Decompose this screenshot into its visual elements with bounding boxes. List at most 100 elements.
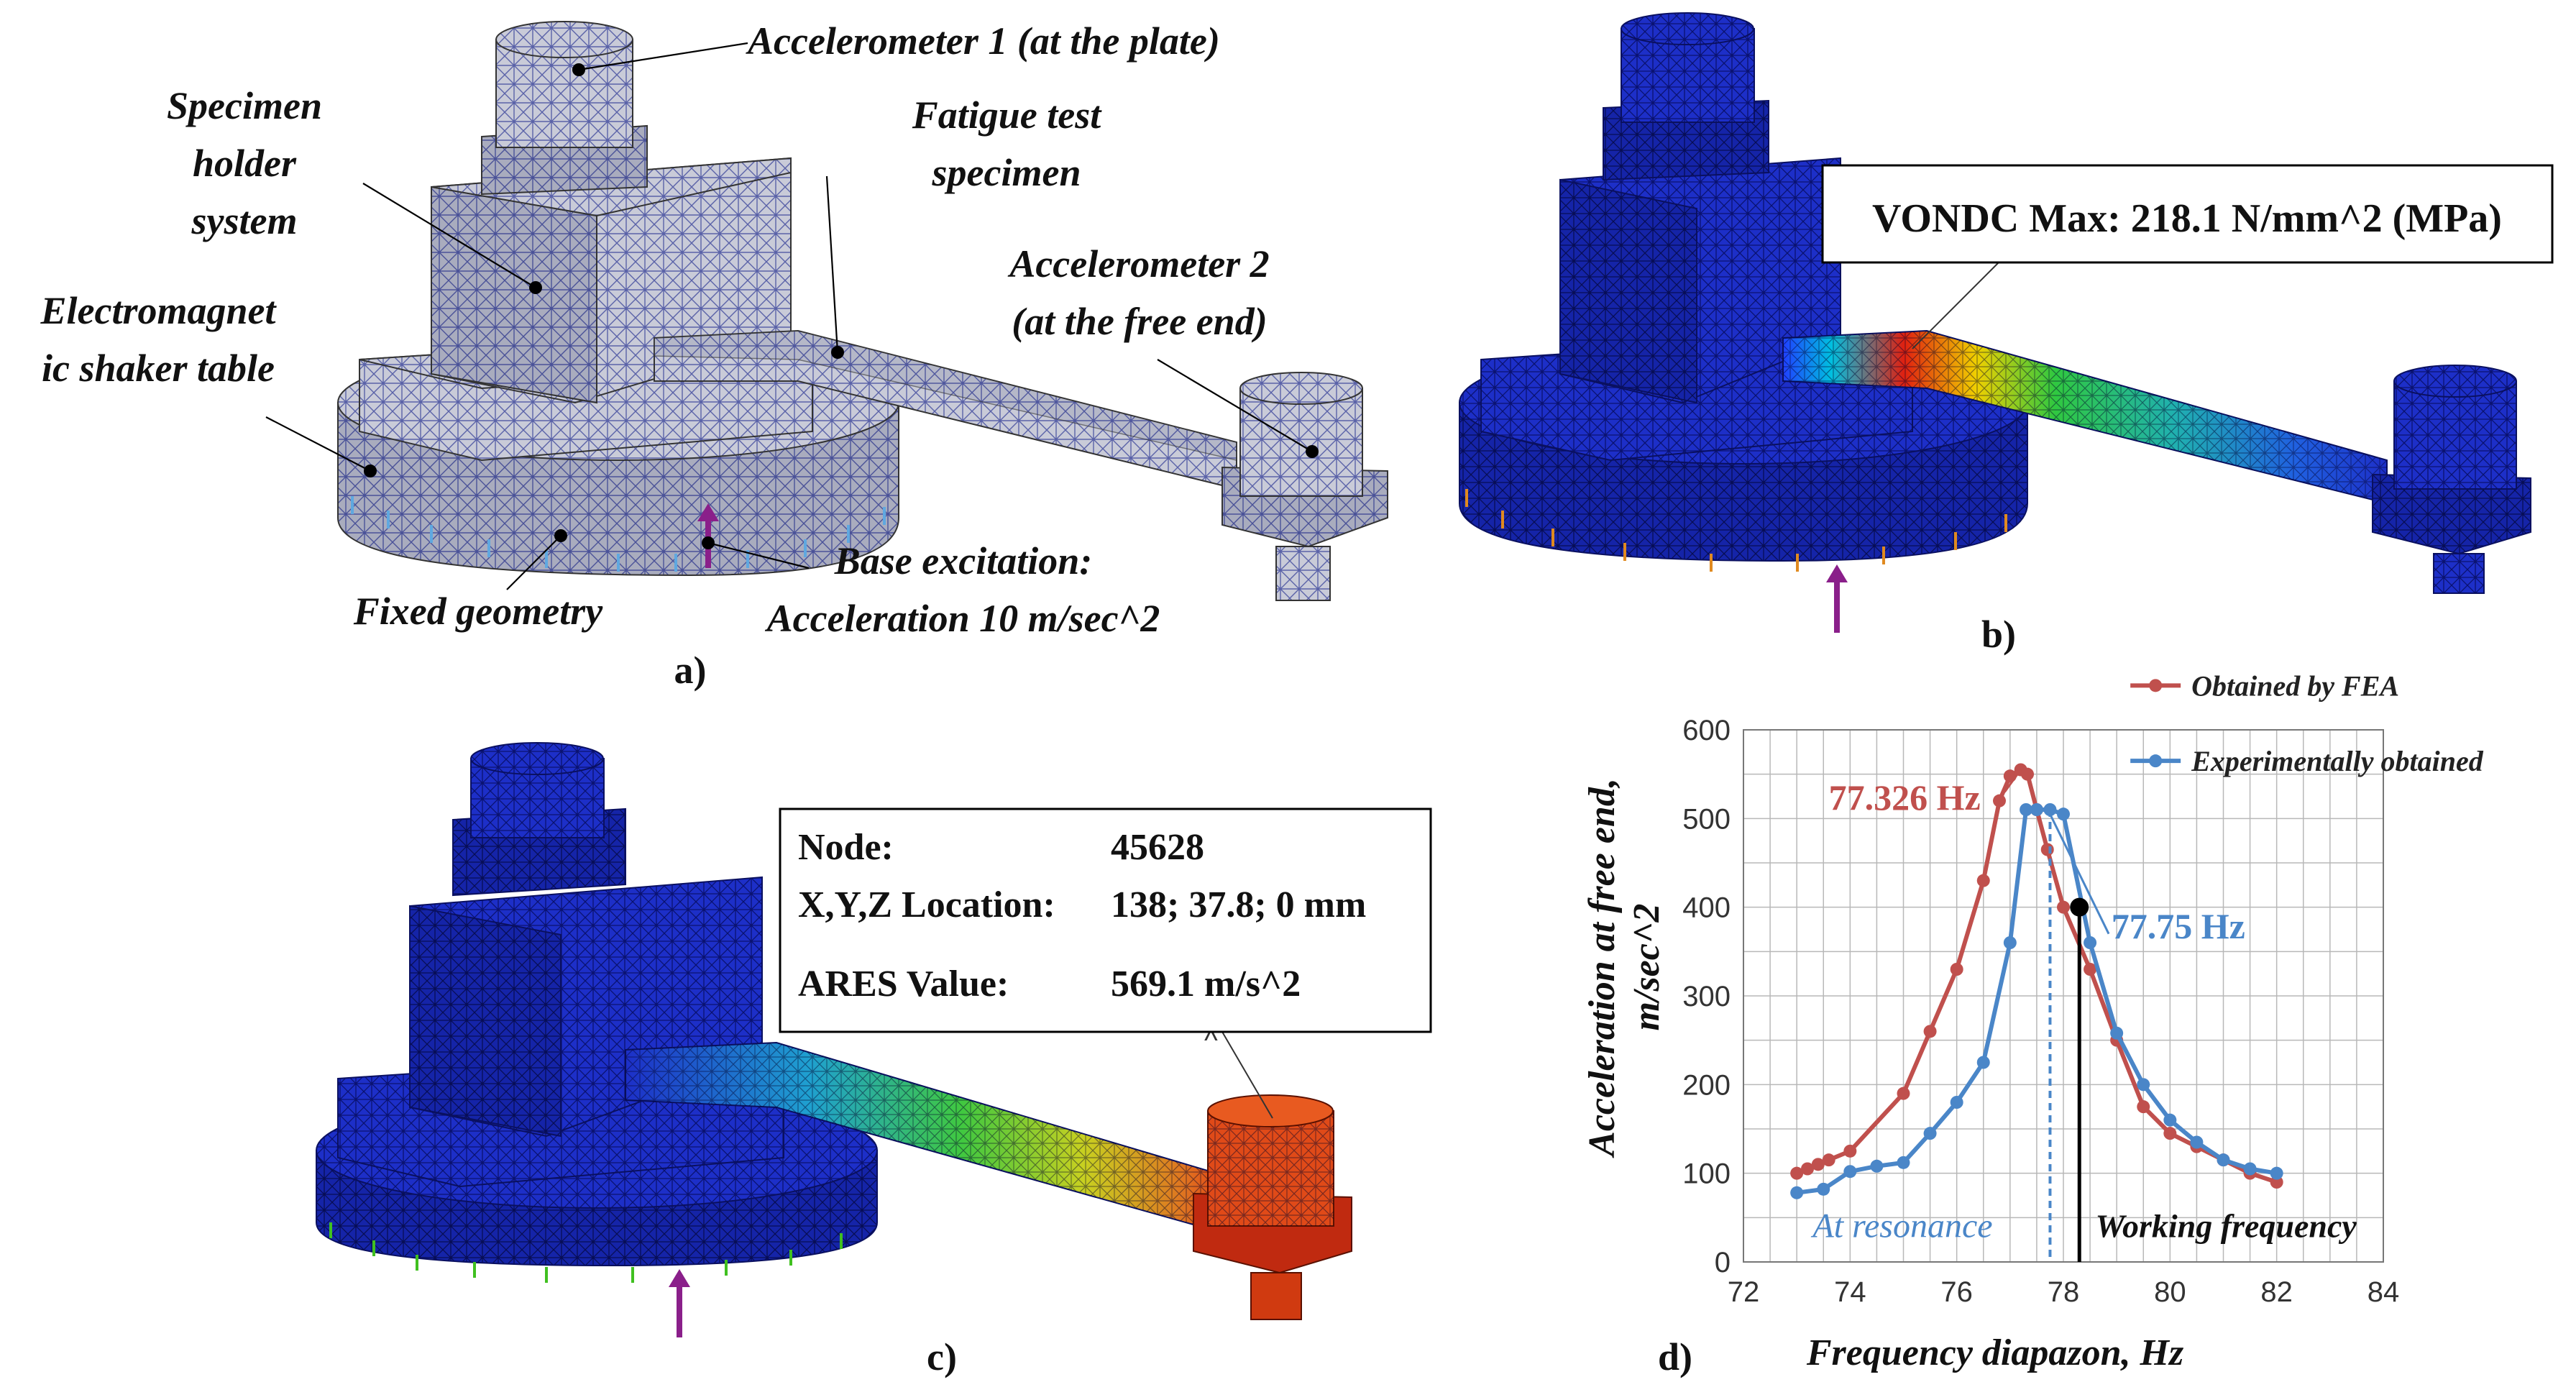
location-label: X,Y,Z Location: bbox=[798, 884, 1055, 925]
y-tick-label: 400 bbox=[1682, 892, 1731, 924]
panel-a-labels: Accelerometer 1 (at the plate) Specimen … bbox=[40, 19, 1270, 692]
x-tick-label: 74 bbox=[1834, 1276, 1866, 1308]
label-shaker-1: Electromagnet bbox=[40, 289, 278, 332]
data-point-experimental bbox=[2057, 807, 2070, 821]
data-point-fea bbox=[1950, 963, 1963, 976]
label-fatigue-1: Fatigue test bbox=[912, 93, 1103, 137]
label-fatigue-2: specimen bbox=[932, 151, 1081, 194]
ares-value: 569.1 m/s^2 bbox=[1111, 964, 1301, 1005]
data-point-fea bbox=[2137, 1100, 2150, 1114]
label-specimen-holder-2: holder bbox=[193, 142, 297, 185]
y-axis-label-line-2: m/sec^2 bbox=[1626, 904, 1667, 1031]
legend: Experimentally obtained Obtained by FEA bbox=[2130, 669, 2484, 777]
data-point-experimental bbox=[2270, 1166, 2283, 1180]
node-label: Node: bbox=[798, 827, 894, 868]
location-value: 138; 37.8; 0 mm bbox=[1111, 884, 1366, 925]
data-point-fea bbox=[1993, 794, 2006, 807]
panel-c-model bbox=[316, 742, 1352, 1337]
data-point-experimental bbox=[2217, 1153, 2230, 1167]
x-tick-label: 84 bbox=[2368, 1276, 2400, 1308]
data-point-fea bbox=[2163, 1127, 2177, 1140]
data-point-experimental bbox=[2030, 803, 2043, 816]
data-point-fea bbox=[1843, 1144, 1857, 1158]
legend-label: Experimentally obtained bbox=[2191, 745, 2484, 777]
data-point-experimental bbox=[2110, 1026, 2124, 1040]
x-tick-label: 72 bbox=[1728, 1276, 1760, 1308]
panel-a-model bbox=[337, 21, 1388, 601]
legend-label: Obtained by FEA bbox=[2191, 669, 2399, 702]
y-tick-label: 0 bbox=[1715, 1247, 1731, 1278]
exp-peak-annotation: 77.75 Hz bbox=[2112, 906, 2245, 946]
x-tick-label: 76 bbox=[1940, 1276, 1973, 1308]
caption-b: b) bbox=[1981, 613, 2016, 656]
label-shaker-2: ic shaker table bbox=[42, 347, 275, 390]
y-tick-label: 300 bbox=[1682, 981, 1731, 1012]
data-point-fea bbox=[1811, 1158, 1825, 1171]
data-point-fea bbox=[1923, 1025, 1937, 1038]
panel-b-model bbox=[1459, 12, 2531, 633]
data-point-experimental bbox=[1950, 1096, 1963, 1109]
data-point-experimental bbox=[1843, 1165, 1857, 1179]
data-point-fea bbox=[1822, 1153, 1835, 1167]
caption-d: d) bbox=[1658, 1335, 1692, 1378]
x-tick-label: 78 bbox=[2048, 1276, 2080, 1308]
y-axis-label: Acceleration at free end,m/sec^2 bbox=[1582, 778, 1667, 1158]
y-tick-label: 200 bbox=[1682, 1069, 1731, 1101]
data-point-experimental bbox=[1817, 1182, 1830, 1196]
working-point bbox=[2070, 897, 2089, 917]
data-point-experimental bbox=[2163, 1113, 2177, 1127]
data-point-experimental bbox=[1790, 1186, 1804, 1199]
fea-peak-leader bbox=[2004, 769, 2022, 793]
data-point-fea bbox=[2084, 963, 2097, 976]
label-accelerometer-2b: (at the free end) bbox=[1012, 300, 1267, 343]
panel-c-callout: ^ Node: 45628 X,Y,Z Location: 138; 37.8;… bbox=[779, 807, 1432, 1119]
label-base-excitation-2: Acceleration 10 m/sec^2 bbox=[765, 597, 1160, 640]
label-specimen-holder-3: system bbox=[191, 199, 298, 242]
data-point-fea bbox=[2040, 843, 2054, 856]
data-point-experimental bbox=[2003, 936, 2017, 949]
panel-b-callout: VONDC Max: 218.1 N/mm^2 (MPa) bbox=[1821, 164, 2554, 349]
panel-a-leaders bbox=[265, 42, 1313, 590]
x-tick-labels: 72 74 76 78 80 82 84 bbox=[1728, 1276, 2400, 1308]
label-accelerometer-2a: Accelerometer 2 bbox=[1007, 242, 1269, 285]
panel-a-leader-dots bbox=[364, 63, 1319, 549]
chart-overlay: 77.326 Hz 77.75 Hz At resonance Working fre… bbox=[1810, 669, 2484, 1262]
data-point-experimental bbox=[2190, 1135, 2204, 1149]
data-point-experimental bbox=[1870, 1159, 1884, 1173]
data-point-fea bbox=[1976, 874, 1990, 887]
data-point-experimental bbox=[2084, 936, 2097, 949]
label-base-excitation-1: Base excitation: bbox=[834, 539, 1092, 582]
data-point-experimental bbox=[2137, 1078, 2150, 1092]
y-tick-label: 600 bbox=[1682, 715, 1731, 746]
caption-a: a) bbox=[674, 649, 707, 692]
legend-marker bbox=[2149, 754, 2163, 768]
x-axis-label: Frequency diapazon, Hz bbox=[1806, 1332, 2184, 1373]
data-point-experimental bbox=[1897, 1156, 1910, 1169]
exp-peak-leader bbox=[2049, 813, 2110, 935]
label-accelerometer-1: Accelerometer 1 (at the plate) bbox=[746, 19, 1220, 63]
data-point-fea bbox=[1790, 1166, 1804, 1180]
node-value: 45628 bbox=[1111, 827, 1204, 868]
data-point-fea bbox=[1897, 1086, 1910, 1100]
label-specimen-holder-1: Specimen bbox=[167, 84, 322, 127]
x-tick-label: 82 bbox=[2260, 1276, 2293, 1308]
legend-marker bbox=[2149, 679, 2163, 692]
plot-frame bbox=[1743, 729, 2384, 1263]
working-annotation: Working frequency bbox=[2096, 1207, 2357, 1244]
data-point-fea bbox=[2021, 767, 2035, 781]
data-point-experimental bbox=[1923, 1127, 1937, 1140]
y-tick-label: 500 bbox=[1682, 803, 1731, 835]
data-point-experimental bbox=[1976, 1056, 1990, 1069]
data-point-fea bbox=[2057, 900, 2070, 914]
resonance-annotation: At resonance bbox=[1810, 1207, 1992, 1245]
x-tick-label: 80 bbox=[2154, 1276, 2186, 1308]
label-fixed-geometry: Fixed geometry bbox=[353, 590, 603, 633]
y-axis-label-line-1: Acceleration at free end, bbox=[1582, 778, 1623, 1158]
data-point-fea bbox=[2270, 1176, 2283, 1189]
vondc-max-value: VONDC Max: 218.1 N/mm^2 (MPa) bbox=[1872, 196, 2502, 241]
caption-c: c) bbox=[927, 1335, 957, 1378]
fea-peak-annotation: 77.326 Hz bbox=[1829, 777, 1981, 818]
